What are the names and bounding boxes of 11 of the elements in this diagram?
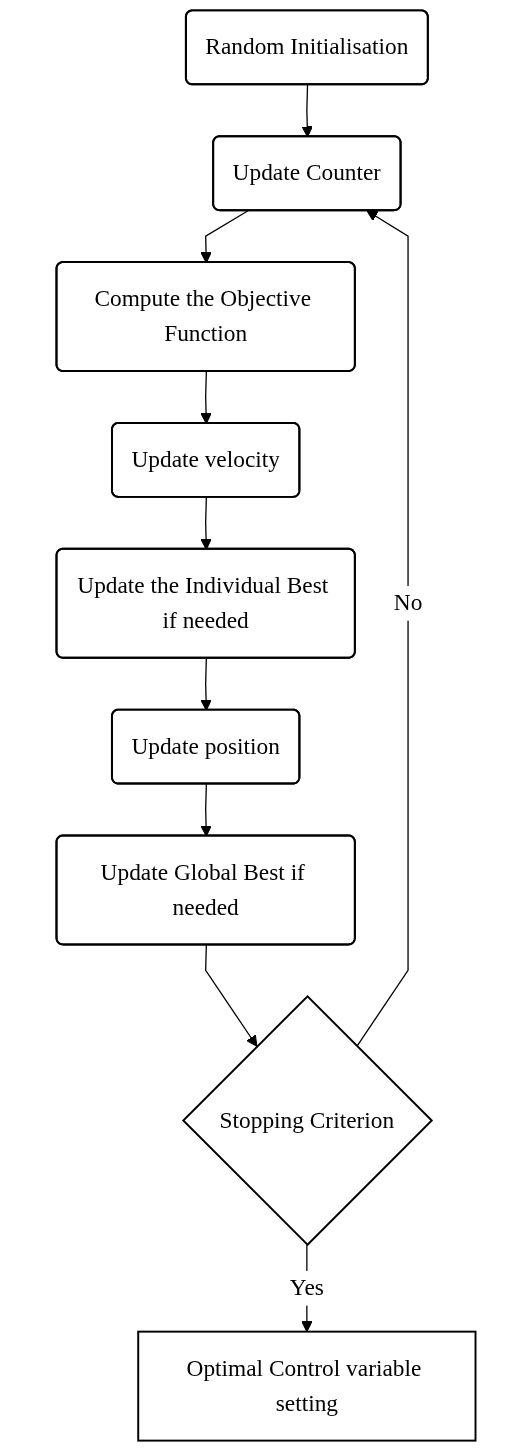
node-box: Optimal Control variable setting [137,1330,477,1442]
edge-label: Yes [289,1274,324,1301]
arrow [200,496,212,550]
edge-label: No [393,589,423,616]
arrow [200,210,249,264]
arrow [301,84,313,138]
arrow [200,657,212,711]
arrow [205,944,258,1047]
arrow [200,783,212,837]
arrow [356,210,409,1047]
node-diamond: Stopping Criterion [181,994,434,1247]
